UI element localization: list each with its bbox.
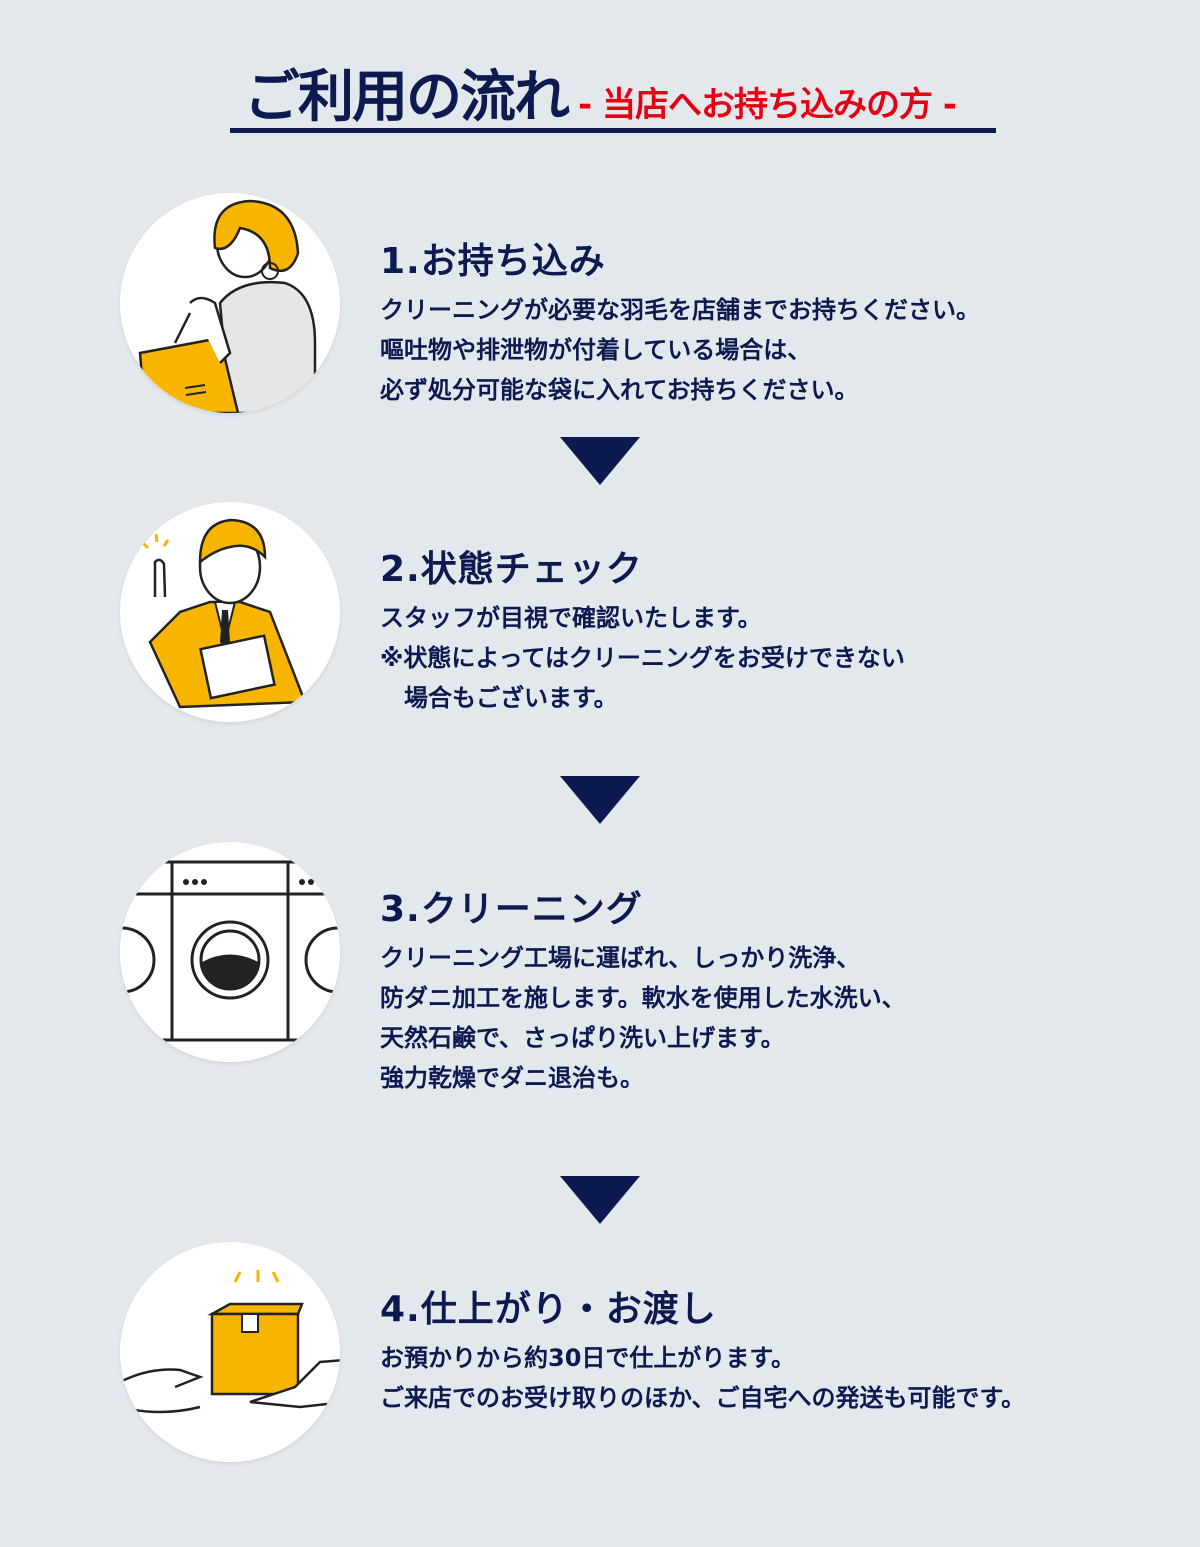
step-text: 必ず処分可能な袋に入れてお持ちください。 xyxy=(380,376,859,404)
step-1: 1.お持ち込み クリーニングが必要な羽毛を店舗までお持ちください。 嘔吐物や排泄… xyxy=(380,240,980,410)
step-text: 場合もございます。 xyxy=(380,684,618,712)
step-3: 3.クリーニング クリーニング工場に運ばれ、しっかり洗浄、 防ダニ加工を施します… xyxy=(380,888,906,1098)
step-text: 嘔吐物や排泄物が付着している場合は、 xyxy=(380,336,812,364)
step-text: ご来店でのお受け取りのほか、ご自宅への発送も可能です。 xyxy=(380,1384,1026,1412)
woman-with-shopping-bag-icon xyxy=(120,193,340,413)
washing-machines-icon xyxy=(120,842,340,1062)
step-text: 天然石鹸で、さっぱり洗い上げます。 xyxy=(380,1024,785,1052)
down-arrow-icon xyxy=(560,1176,640,1224)
step-text: スタッフが目視で確認いたします。 xyxy=(380,604,762,632)
step-text: クリーニングが必要な羽毛を店舗までお持ちください。 xyxy=(380,296,980,324)
page-title: ご利用の流れ- 当店へお持ち込みの方 - xyxy=(0,52,1200,133)
step-heading: 3.クリーニング xyxy=(380,889,643,930)
step-heading: 1.お持ち込み xyxy=(380,241,606,282)
step-text: 強力乾燥でダニ退治も。 xyxy=(380,1064,644,1092)
step-text: お預かりから約30日で仕上がります。 xyxy=(380,1344,795,1372)
down-arrow-icon xyxy=(560,776,640,824)
title-main: ご利用の流れ xyxy=(244,65,570,130)
down-arrow-icon xyxy=(560,437,640,485)
step-4: 4.仕上がり・お渡し お預かりから約30日で仕上がります。 ご来店でのお受け取り… xyxy=(380,1288,1025,1418)
title-underline xyxy=(230,128,996,133)
step-text: ※状態によってはクリーニングをお受けできない xyxy=(380,644,905,672)
package-handover-icon xyxy=(120,1242,340,1462)
staff-with-clipboard-icon xyxy=(120,502,340,722)
title-subtitle: - 当店へお持ち込みの方 - xyxy=(578,85,957,125)
step-heading: 2.状態チェック xyxy=(380,549,643,590)
step-text: 防ダニ加工を施します。軟水を使用した水洗い、 xyxy=(380,984,906,1012)
step-heading: 4.仕上がり・お渡し xyxy=(380,1289,717,1330)
step-2: 2.状態チェック スタッフが目視で確認いたします。 ※状態によってはクリーニング… xyxy=(380,548,905,718)
step-text: クリーニング工場に運ばれ、しっかり洗浄、 xyxy=(380,944,861,972)
